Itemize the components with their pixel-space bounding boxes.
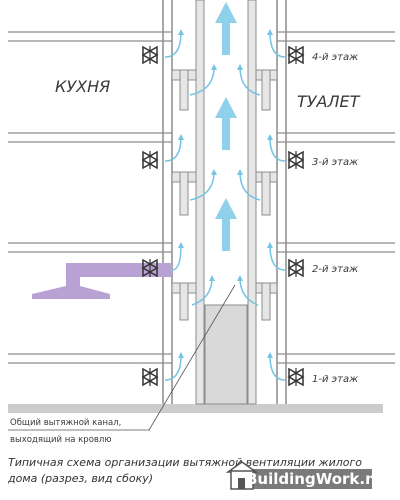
shaft-wall-left [195,0,205,405]
small-flow-arrow-0 [164,29,184,58]
floor-label-2: 2-й этаж [312,264,358,275]
grille-right-1 [287,150,305,170]
branch-right-wall-2 [261,282,271,321]
house-icon [225,461,259,490]
branch-left-wall-0 [179,69,189,111]
small-flow-arrow-13 [267,352,286,381]
grille-right-0 [287,45,305,65]
grille-left-2 [141,258,159,278]
floor-label-3: 3-й этаж [312,157,358,168]
small-flow-arrow-4 [164,134,184,162]
main-flow-arrow-0 [215,2,237,55]
right-wall [276,0,287,404]
floor-label-4: 4-й этаж [312,52,358,63]
small-flow-arrow-6 [189,169,217,201]
floor-slabs [8,31,395,364]
airflow-arrows [164,2,286,381]
kitchen-hood [32,263,172,299]
grille-right-3 [287,367,305,387]
watermark: BuildingWork.net [225,461,393,490]
branch-left-wall-2 [179,282,189,321]
kitchen-label: КУХНЯ [55,77,110,96]
branch-right-wall-1 [261,171,271,216]
ground-slab [8,404,383,413]
grille-right-2 [287,258,305,278]
toilet-label: ТУАЛЕТ [297,92,361,111]
caption-line-1: Типичная схема организации вытяжной вент… [8,456,362,469]
small-flow-arrow-8 [171,242,184,271]
grille-left-1 [141,150,159,170]
floor-label-1: 1-й этаж [312,374,358,385]
callout-line-1: Общий вытяжной канал, [10,418,121,428]
shaft-wall-right [247,0,257,405]
branch-right-wall-0 [261,69,271,111]
callout-leader [148,284,236,431]
small-flow-arrow-5 [267,134,286,162]
caption-line-2: дома (разрез, вид сбоку) [7,472,153,485]
grille-left-3 [141,367,159,387]
lower-channel-block [204,304,248,405]
small-flow-arrow-9 [267,242,286,271]
watermark-text: BuildingWork.net [246,470,393,488]
small-flow-arrow-3 [237,64,261,96]
central-exhaust-shaft [171,0,278,405]
small-flow-arrow-2 [189,64,217,96]
left-wall [162,0,173,404]
small-flow-arrow-10 [191,275,215,306]
callout-line-2: выходящий на кровлю [10,435,112,445]
grille-left-0 [141,45,159,65]
small-flow-arrow-7 [237,169,261,201]
main-flow-arrow-1 [215,97,237,150]
main-flow-arrow-2 [215,198,237,251]
small-flow-arrow-1 [267,29,286,58]
vent-grilles [141,45,305,387]
branch-left-wall-1 [179,171,189,216]
small-flow-arrow-12 [164,352,184,381]
small-flow-arrow-11 [237,275,259,306]
